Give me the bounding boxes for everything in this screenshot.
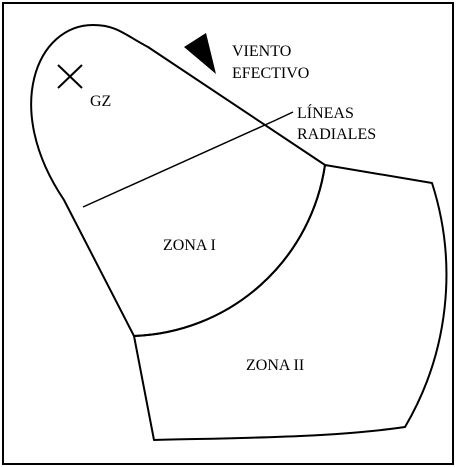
wind-label-line1: VIENTO [232,43,291,60]
radial-leader-line [275,111,294,121]
wind-arrow-icon [184,33,216,74]
radial-label-line1: LÍNEAS [297,103,354,122]
zone-2-label: ZONA II [246,357,304,374]
gz-label: GZ [90,93,111,110]
wind-label-line2: EFECTIVO [232,65,309,82]
zone-2-outline [133,164,448,441]
zone-1-label: ZONA I [163,237,216,254]
x-mark-icon [57,64,83,89]
radial-line [82,119,277,208]
radial-label-line2: RADIALES [297,126,376,143]
